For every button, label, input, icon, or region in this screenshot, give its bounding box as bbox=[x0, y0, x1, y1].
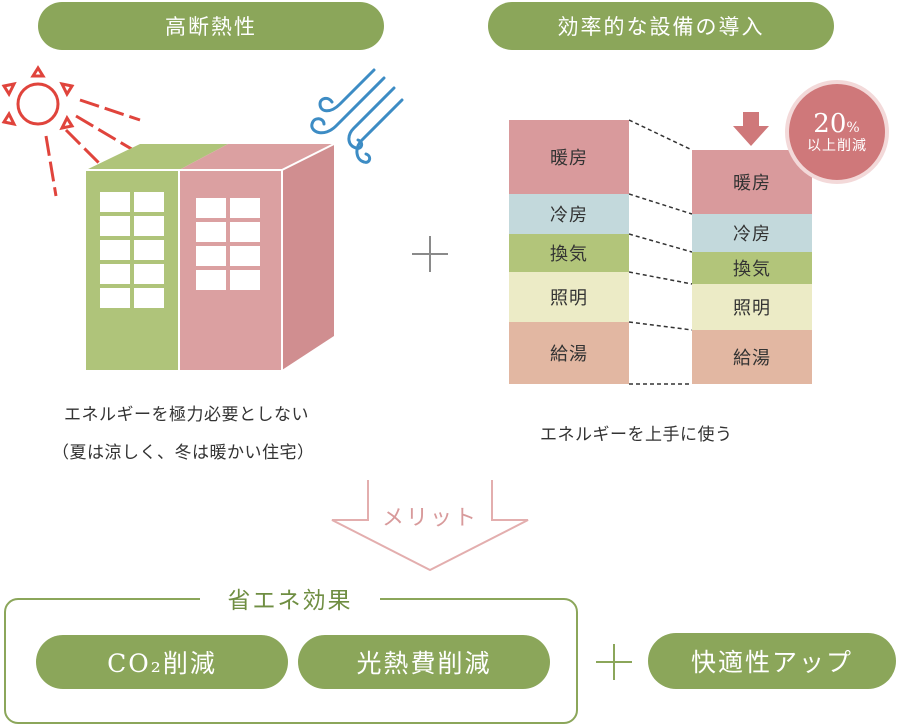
after-heating-block: 暖房 bbox=[692, 150, 812, 214]
after-cooling-block: 冷房 bbox=[692, 214, 812, 252]
comfort-up-pill: 快適性アップ bbox=[648, 633, 896, 689]
insulation-title: 高断熱性 bbox=[38, 2, 384, 50]
comparison-connectors bbox=[629, 119, 693, 385]
before-hotwater-block: 給湯 bbox=[509, 322, 629, 384]
insulation-caption-line1: エネルギーを極力必要としない bbox=[64, 405, 309, 425]
before-cooling-block: 冷房 bbox=[509, 194, 629, 234]
badge-unit: % bbox=[846, 120, 861, 136]
co2-reduction-pill: CO₂削減 bbox=[36, 635, 288, 689]
after-ventilation-block: 換気 bbox=[692, 252, 812, 284]
badge-value: 20 bbox=[813, 109, 847, 139]
utility-cost-reduction-pill: 光熱費削減 bbox=[298, 635, 550, 689]
merit-arrow bbox=[331, 480, 529, 572]
badge-label: 以上削減 bbox=[807, 137, 867, 154]
sun-icon bbox=[1, 65, 141, 197]
building-illustration bbox=[86, 143, 335, 370]
after-lighting-block: 照明 bbox=[692, 284, 812, 330]
insulation-caption-line2: （夏は涼しく、冬は暖かい住宅） bbox=[52, 443, 315, 463]
equipment-caption: エネルギーを上手に使う bbox=[540, 425, 733, 445]
after-hotwater-block: 給湯 bbox=[692, 330, 812, 384]
equipment-title: 効率的な設備の導入 bbox=[488, 2, 834, 50]
reduction-badge: 20% 以上削減 bbox=[785, 80, 889, 184]
merit-label: メリット bbox=[381, 506, 478, 531]
reduction-arrow-icon bbox=[733, 112, 769, 146]
before-lighting-block: 照明 bbox=[509, 272, 629, 322]
energy-saving-title: 省エネ効果 bbox=[200, 583, 380, 614]
before-ventilation-block: 換気 bbox=[509, 234, 629, 272]
wind-icon bbox=[310, 68, 404, 164]
before-heating-block: 暖房 bbox=[509, 120, 629, 194]
plus-icon-bottom bbox=[596, 644, 632, 680]
plus-icon bbox=[412, 236, 448, 272]
